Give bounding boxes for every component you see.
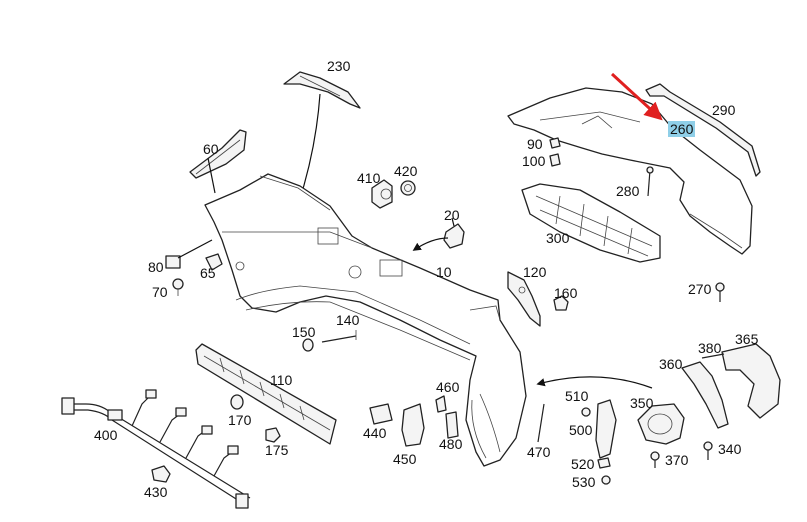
label-110: 110 [270, 372, 293, 388]
label-400: 400 [94, 427, 118, 443]
label-520: 520 [571, 456, 595, 472]
part-400-harness[interactable] [61, 389, 251, 509]
part-150-washer[interactable] [302, 338, 314, 352]
arrow-20 [412, 237, 449, 251]
part-10-bumper-cover[interactable] [204, 173, 527, 467]
part-360-bracket[interactable] [681, 361, 729, 429]
part-170-nut[interactable] [230, 394, 244, 410]
part-500-bracket[interactable] [595, 399, 617, 459]
label-270: 270 [688, 281, 712, 297]
part-110-absorber[interactable] [195, 343, 337, 445]
part-65-bracket[interactable] [205, 253, 223, 271]
part-530-screw[interactable] [601, 475, 611, 485]
label-360: 360 [659, 356, 683, 372]
part-450-bracket[interactable] [401, 403, 425, 447]
part-380-bolt[interactable] [701, 353, 725, 359]
label-365: 365 [735, 331, 759, 347]
label-140: 140 [336, 312, 360, 328]
part-270-screw[interactable] [715, 282, 725, 302]
label-340: 340 [718, 441, 742, 457]
label-160: 160 [554, 285, 578, 301]
label-440: 440 [363, 425, 387, 441]
part-230-trim[interactable] [283, 71, 361, 109]
part-510-nut[interactable] [581, 407, 591, 417]
part-410-sensor[interactable] [371, 179, 393, 209]
label-100: 100 [522, 153, 546, 169]
label-60: 60 [203, 141, 219, 157]
label-290: 290 [712, 102, 736, 118]
label-170: 170 [228, 412, 252, 428]
part-20-cap[interactable] [443, 223, 465, 249]
label-65: 65 [200, 265, 216, 281]
label-380: 380 [698, 340, 722, 356]
label-70: 70 [152, 284, 168, 300]
part-350-housing[interactable] [637, 403, 685, 445]
label-20: 20 [444, 207, 460, 223]
part-340-screw[interactable] [703, 441, 713, 460]
label-480: 480 [439, 436, 463, 452]
part-430-connector[interactable] [151, 465, 171, 483]
label-450: 450 [393, 451, 417, 467]
part-365-bracket[interactable] [721, 343, 781, 419]
arrow-350 [536, 376, 653, 389]
highlight-arrow [610, 72, 663, 121]
label-10: 10 [436, 264, 452, 280]
part-175-nut[interactable] [265, 427, 281, 443]
part-60-strip[interactable] [189, 129, 247, 179]
part-440-module[interactable] [369, 403, 393, 425]
label-370: 370 [665, 452, 689, 468]
part-420-ring[interactable] [400, 180, 416, 196]
part-80-clip[interactable] [165, 255, 181, 269]
part-470-rod[interactable] [537, 403, 545, 443]
part-480-bracket[interactable] [445, 411, 459, 439]
label-80: 80 [148, 259, 164, 275]
part-370-screw[interactable] [650, 451, 660, 468]
label-150: 150 [292, 324, 316, 340]
leader-60 [207, 157, 216, 194]
label-510: 510 [565, 388, 589, 404]
label-500: 500 [569, 422, 593, 438]
label-300: 300 [546, 230, 570, 246]
label-120: 120 [523, 264, 547, 280]
label-530: 530 [572, 474, 596, 490]
part-160-nut[interactable] [553, 295, 569, 311]
label-470: 470 [527, 444, 551, 460]
part-100-clip[interactable] [549, 153, 561, 167]
label-260: 260 [668, 121, 696, 137]
label-90: 90 [527, 136, 543, 152]
label-350: 350 [630, 395, 654, 411]
label-460: 460 [436, 379, 460, 395]
part-90-clip[interactable] [549, 137, 561, 149]
part-460-clip[interactable] [435, 395, 447, 413]
label-230: 230 [327, 58, 351, 74]
part-300-undertray[interactable] [521, 183, 661, 263]
label-420: 420 [394, 163, 418, 179]
label-430: 430 [144, 484, 168, 500]
part-280-stud[interactable] [646, 166, 654, 197]
part-70-screw[interactable] [172, 278, 184, 296]
label-410: 410 [357, 170, 381, 186]
part-520-clip[interactable] [597, 457, 611, 469]
part-120-bracket[interactable] [507, 271, 541, 327]
part-140-bolt[interactable] [321, 330, 357, 343]
label-175: 175 [265, 442, 289, 458]
part-290-strip[interactable] [645, 83, 761, 177]
label-280: 280 [616, 183, 640, 199]
